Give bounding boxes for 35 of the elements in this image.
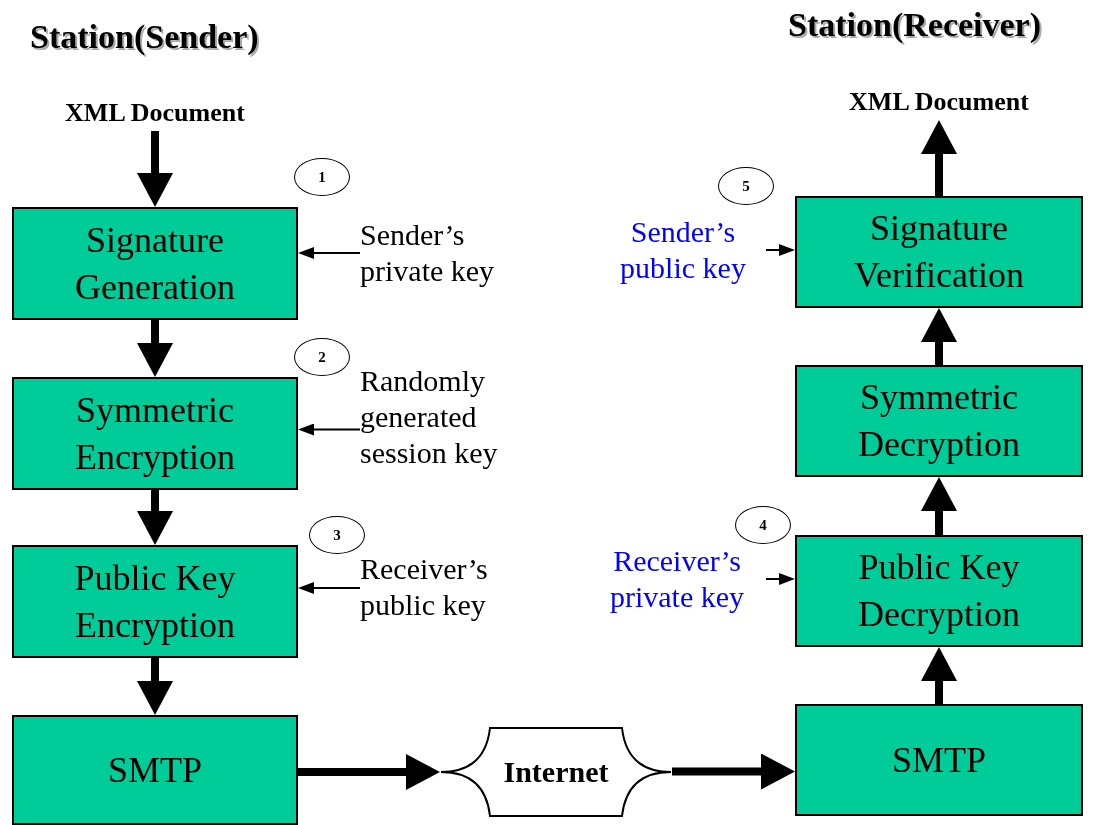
step-number-circle: 5 [718,167,774,205]
key-label: Sender’s public key [600,206,766,294]
arrow [298,582,361,594]
step-number-circle: 1 [294,158,350,196]
station-heading: Station(Sender) [30,18,259,56]
process-box: Public Key Encryption [12,545,298,658]
step-number-circle: 3 [309,516,365,554]
key-label: Sender’s private key [360,210,540,296]
process-box: Symmetric Encryption [12,377,298,490]
arrow [137,658,173,715]
process-box: SMTP [12,715,298,825]
process-box: Signature Verification [795,196,1083,308]
process-box: Public Key Decryption [795,535,1083,647]
arrow [137,490,173,545]
process-box: Signature Generation [12,207,298,320]
arrow [765,573,795,585]
arrow [921,477,957,535]
document-label: XML Document [828,84,1050,120]
arrow [921,647,957,704]
arrow [298,754,440,790]
step-number-circle: 4 [735,506,791,544]
node-label: Internet [503,755,609,789]
station-heading: Station(Receiver) [788,6,1041,44]
arrow [298,247,361,259]
arrow [298,423,361,436]
process-box: SMTP [795,704,1083,816]
arrow [921,308,957,365]
arrow [137,320,173,377]
key-label: Randomly generated session key [360,352,540,482]
step-number-circle: 2 [294,338,350,376]
document-label: XML Document [44,95,266,131]
arrow [765,244,795,256]
arrow [672,753,795,790]
arrow [921,120,957,196]
process-box: Symmetric Decryption [795,365,1083,477]
